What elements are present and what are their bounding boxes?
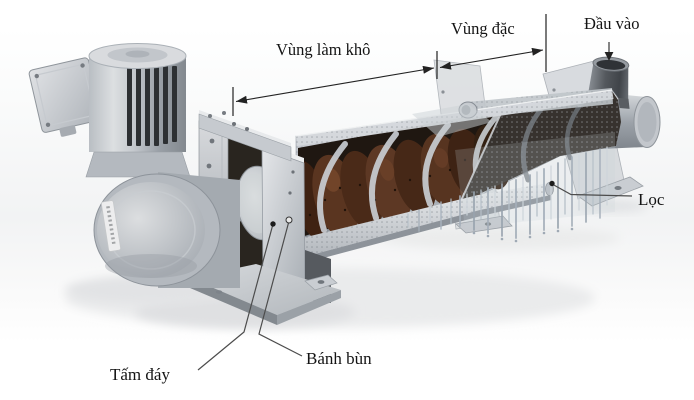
leader-dot-filtrate <box>549 180 555 187</box>
motor-assembly <box>28 43 191 178</box>
dimension-drying-zone <box>232 51 438 116</box>
leader-sludge-cake <box>258 220 303 357</box>
label-filtrate: Lọc <box>638 190 665 209</box>
gearbox-face <box>97 182 205 278</box>
screen-mesh-right <box>459 91 621 204</box>
screen-top-band <box>295 88 614 146</box>
leader-filtrate <box>551 183 633 197</box>
leader-dot-bottom-plate <box>270 221 276 227</box>
motor-vents <box>127 64 177 146</box>
inlet-down-arrow-icon <box>604 42 614 61</box>
label-drying-zone: Vùng làm khô <box>276 40 371 59</box>
filtrate-water <box>407 132 615 243</box>
frame-top-beam <box>198 113 292 162</box>
label-thickening-zone: Vùng đặc <box>451 19 515 38</box>
screw-interior <box>291 112 511 240</box>
torn-screen-patch <box>412 104 492 137</box>
gearbox-label-sticker <box>101 200 121 252</box>
label-inlet: Đầu vào <box>584 14 640 33</box>
gearbox <box>93 172 240 288</box>
dimension-thickening-zone <box>439 14 547 72</box>
dimension-arrow-drying <box>235 65 435 104</box>
label-sludge-cake: Bánh bùn <box>306 349 372 368</box>
label-bottom-plate: Tấm đáy <box>110 365 170 384</box>
annotations <box>197 14 633 371</box>
leader-bottom-plate <box>197 223 274 371</box>
dimension-arrow-thickening <box>439 47 544 70</box>
water-droplets <box>472 227 574 243</box>
motor-base <box>85 151 191 178</box>
leader-ring-sludge-cake <box>285 216 293 224</box>
